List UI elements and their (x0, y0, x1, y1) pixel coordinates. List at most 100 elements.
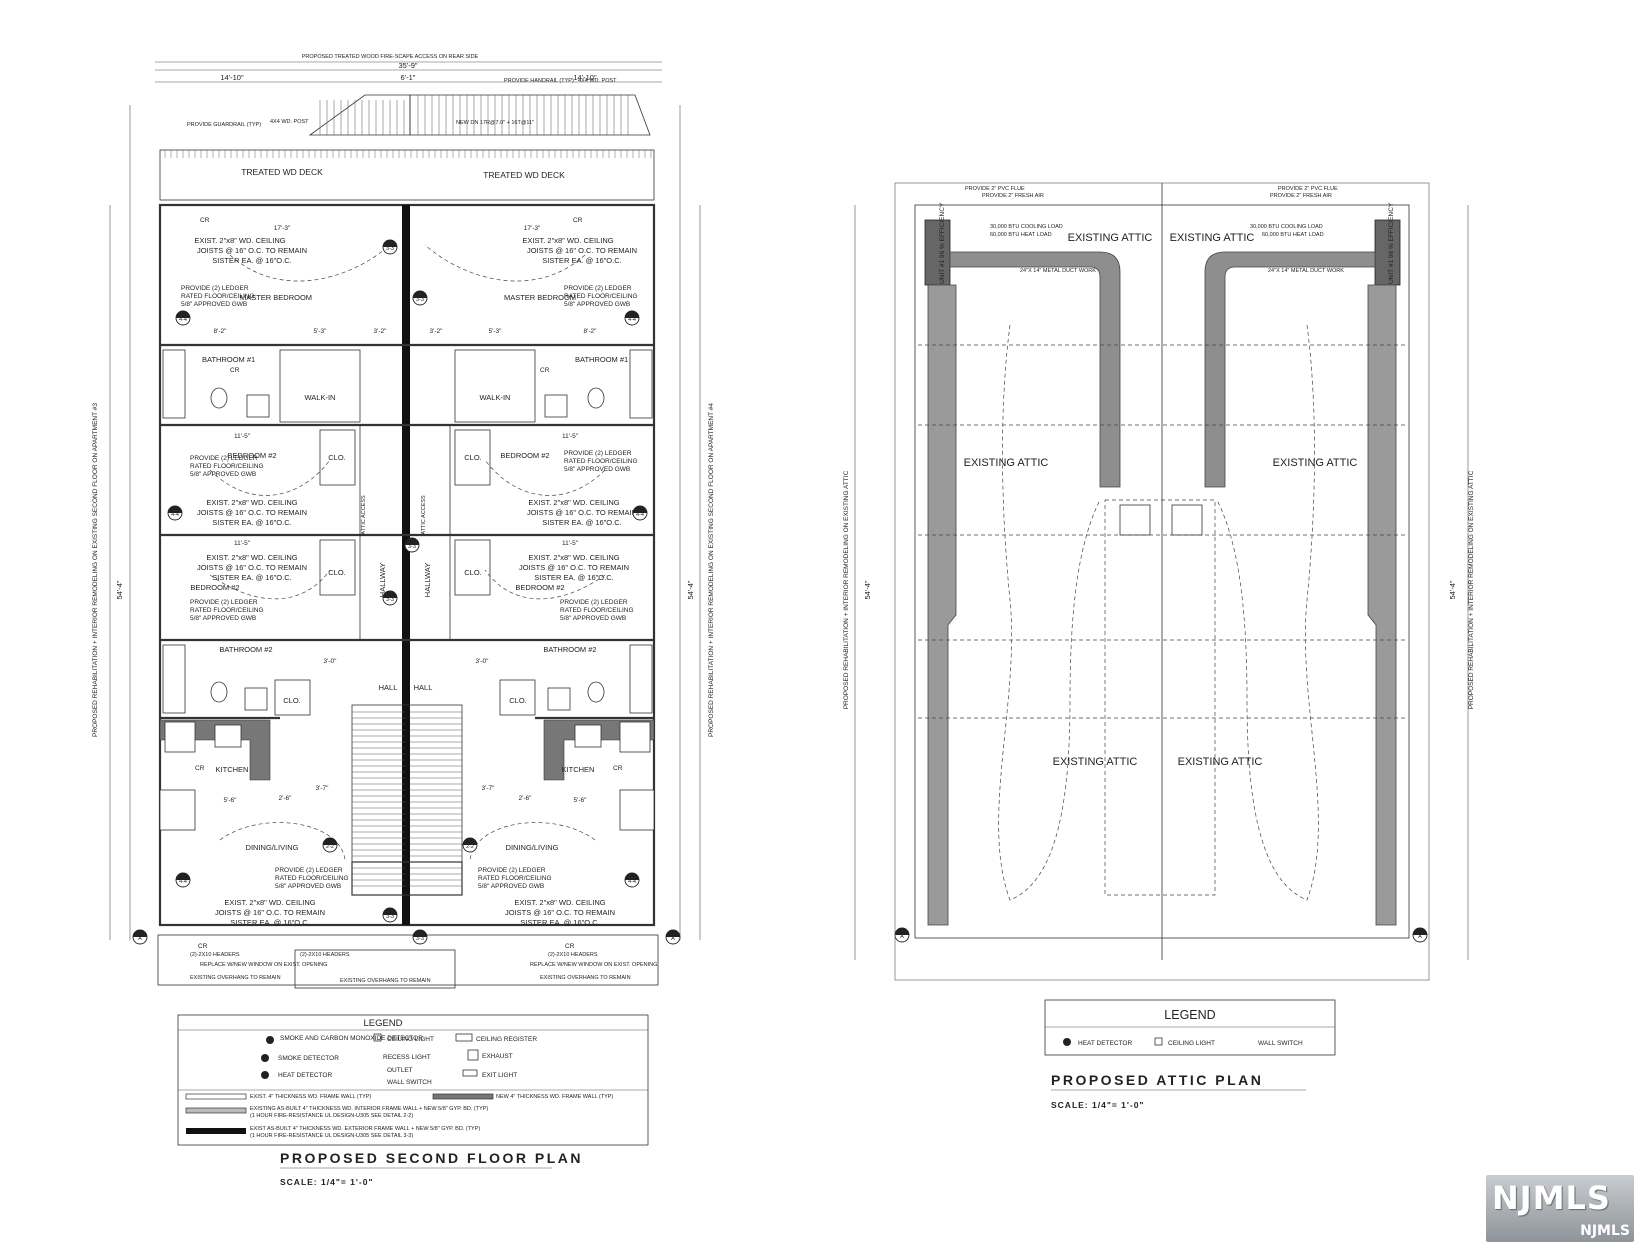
svg-text:11'-5": 11'-5" (562, 540, 579, 547)
svg-text:3'-7": 3'-7" (316, 785, 330, 792)
svg-text:EXIST. 2"x8" WD. CEILING: EXIST. 2"x8" WD. CEILING (528, 498, 619, 507)
room-walkin-right: WALK-IN (480, 393, 511, 402)
svg-text:3'-7": 3'-7" (482, 785, 496, 792)
room-bath2-right: BATHROOM #2 (543, 645, 596, 654)
svg-text:5/8" APPROVED GWB: 5/8" APPROVED GWB (560, 615, 626, 622)
svg-text:3-3: 3-3 (408, 544, 416, 550)
attic-note-left: PROPOSED REHABILITATION + INTERIOR REMOD… (843, 470, 850, 709)
attic-dashed-grid (918, 344, 1406, 896)
section-marker: A (894, 927, 910, 943)
svg-text:EXIST. 2"x8" WD. CEILING: EXIST. 2"x8" WD. CEILING (514, 898, 605, 907)
svg-text:REPLACE W/NEW WINDOW ON EXIST.: REPLACE W/NEW WINDOW ON EXIST. OPENING (200, 962, 327, 968)
svg-text:3-3: 3-3 (386, 246, 394, 252)
svg-text:3-3: 3-3 (386, 597, 394, 603)
post-note-right: 4X4 WD. POST (578, 78, 617, 84)
svg-text:CR: CR (230, 367, 240, 374)
fresh-air-note-left: PROVIDE 2" FRESH AIR (982, 193, 1044, 199)
attic-label-3: EXISTING ATTIC (964, 457, 1049, 469)
attic-label-5: EXISTING ATTIC (1053, 756, 1138, 768)
svg-text:EXISTING OVERHANG TO REMAIN: EXISTING OVERHANG TO REMAIN (190, 975, 281, 981)
svg-text:4-4: 4-4 (628, 879, 636, 885)
attic-legend: LEGEND HEAT DETECTOR CEILING LIGHT WALL … (1044, 999, 1336, 1056)
depth-dim-left: 54'-4" (115, 580, 124, 599)
dim-top-mid: 6'-1" (401, 73, 416, 82)
svg-text:5/8" APPROVED GWB: 5/8" APPROVED GWB (275, 883, 341, 890)
svg-text:(2)-2X10 HEADERS: (2)-2X10 HEADERS (190, 952, 240, 958)
room-bed2-upper-right: BEDROOM #2 (500, 451, 549, 460)
svg-text:EXIST. 2"x8" WD. CEILING: EXIST. 2"x8" WD. CEILING (528, 553, 619, 562)
svg-text:3'-2": 3'-2" (374, 328, 388, 335)
room-master-left: MASTER BEDROOM (240, 293, 312, 302)
svg-text:2-2: 2-2 (326, 844, 334, 850)
room-hallway-left: HALLWAY (378, 563, 387, 597)
svg-text:RATED FLOOR/CEILING: RATED FLOOR/CEILING (564, 458, 638, 465)
svg-text:EXIT LIGHT: EXIT LIGHT (482, 1072, 517, 1079)
svg-text:8'-2": 8'-2" (214, 328, 228, 335)
svg-text:PROVIDE (2) LEDGER: PROVIDE (2) LEDGER (560, 599, 628, 606)
attic-note-right: PROPOSED REHABILITATION + INTERIOR REMOD… (1468, 470, 1475, 709)
svg-text:EXHAUST: EXHAUST (482, 1053, 513, 1060)
svg-text:5/8" APPROVED GWB: 5/8" APPROVED GWB (190, 471, 256, 478)
svg-text:5/8" APPROVED GWB: 5/8" APPROVED GWB (564, 301, 630, 308)
svg-text:JOISTS @ 16" O.C. TO REMAIN: JOISTS @ 16" O.C. TO REMAIN (197, 246, 307, 255)
svg-text:CR: CR (540, 367, 550, 374)
svg-text:5/8" APPROVED GWB: 5/8" APPROVED GWB (181, 301, 247, 308)
svg-text:PROVIDE (2) LEDGER: PROVIDE (2) LEDGER (564, 450, 632, 457)
handrail-note: PROVIDE HANDRAIL (TYP) (504, 78, 574, 84)
room-clo-5: CLO. (283, 696, 301, 705)
svg-text:NEW 4" THICKNESS WD. FRAME WAL: NEW 4" THICKNESS WD. FRAME WALL (TYP) (496, 1094, 613, 1100)
svg-text:2'-6": 2'-6" (519, 795, 533, 802)
svg-text:4-4: 4-4 (179, 879, 187, 885)
cooling-right: 30,000 BTU COOLING LOAD (1250, 224, 1323, 230)
attic-title: PROPOSED ATTIC PLAN (1051, 1072, 1263, 1088)
svg-text:3-3: 3-3 (416, 936, 424, 942)
svg-text:11'-5": 11'-5" (562, 433, 579, 440)
svg-text:HEAT DETECTOR: HEAT DETECTOR (278, 1072, 332, 1079)
room-dining-right: DINING/LIVING (506, 843, 559, 852)
svg-text:SISTER EA. @ 16"O.C.: SISTER EA. @ 16"O.C. (542, 518, 621, 527)
svg-text:PROVIDE (2) LEDGER: PROVIDE (2) LEDGER (190, 455, 258, 462)
svg-text:4-4: 4-4 (179, 317, 187, 323)
room-clo-3: CLO. (328, 568, 346, 577)
svg-text:CR: CR (565, 943, 575, 950)
svg-text:17'-3": 17'-3" (524, 225, 541, 232)
svg-text:4-4: 4-4 (171, 512, 179, 518)
svg-text:SISTER EA. @ 16"O.C.: SISTER EA. @ 16"O.C. (212, 573, 291, 582)
svg-text:RATED FLOOR/CEILING: RATED FLOOR/CEILING (564, 293, 638, 300)
svg-text:CR: CR (198, 943, 208, 950)
hvac-label-left: HVAC UNIT #1 96 % EFFICIENCY (939, 202, 946, 303)
section-marker: 4-4 (175, 310, 191, 326)
fire-escape-note: PROPOSED TREATED WOOD FIRE-SCAPE ACCESS … (302, 54, 479, 60)
attic-label-4: EXISTING ATTIC (1273, 457, 1358, 469)
attic-depth-left: 54'-4" (863, 580, 872, 599)
svg-text:8'-2": 8'-2" (584, 328, 598, 335)
dim-top-right: 14'-10" (573, 73, 597, 82)
deck-label-right: TREATED WD DECK (483, 170, 565, 180)
svg-text:RATED FLOOR/CEILING: RATED FLOOR/CEILING (190, 607, 264, 614)
svg-text:CR: CR (573, 217, 583, 224)
treated-wood-deck (159, 149, 655, 201)
attic-label-2: EXISTING ATTIC (1170, 232, 1255, 244)
hvac-label-right: HVAC UNIT #1 96 % EFFICIENCY (1388, 202, 1395, 303)
svg-text:5'-3": 5'-3" (489, 328, 503, 335)
svg-text:RATED FLOOR/CEILING: RATED FLOOR/CEILING (190, 463, 264, 470)
svg-text:OUTLET: OUTLET (387, 1067, 413, 1074)
room-kitchen-right: KITCHEN (562, 765, 595, 774)
svg-text:SISTER EA. @ 16"O.C.: SISTER EA. @ 16"O.C. (542, 256, 621, 265)
svg-text:A: A (1418, 934, 1422, 940)
room-dividers (160, 343, 654, 896)
second-floor-plan: PROPOSED TREATED WOOD FIRE-SCAPE ACCESS … (92, 54, 1428, 1187)
svg-text:CEILING LIGHT: CEILING LIGHT (1168, 1040, 1215, 1047)
room-clo-4: CLO. (464, 568, 482, 577)
svg-text:5/8" APPROVED GWB: 5/8" APPROVED GWB (564, 466, 630, 473)
section-marker: 4-4 (167, 505, 183, 521)
flue-note-right: PROVIDE 2" PVC FLUE (1278, 186, 1338, 192)
room-bath2-left: BATHROOM #2 (219, 645, 272, 654)
svg-text:3'-0": 3'-0" (476, 658, 490, 665)
ceiling-notes: EXIST. 2"x8" WD. CEILING JOISTS @ 16" O.… (181, 236, 657, 984)
room-clo-2: CLO. (464, 453, 482, 462)
room-clo-1: CLO. (328, 453, 346, 462)
svg-text:PROVIDE (2) LEDGER: PROVIDE (2) LEDGER (564, 285, 632, 292)
attic-access-left: ATTIC ACCESS (361, 495, 367, 535)
